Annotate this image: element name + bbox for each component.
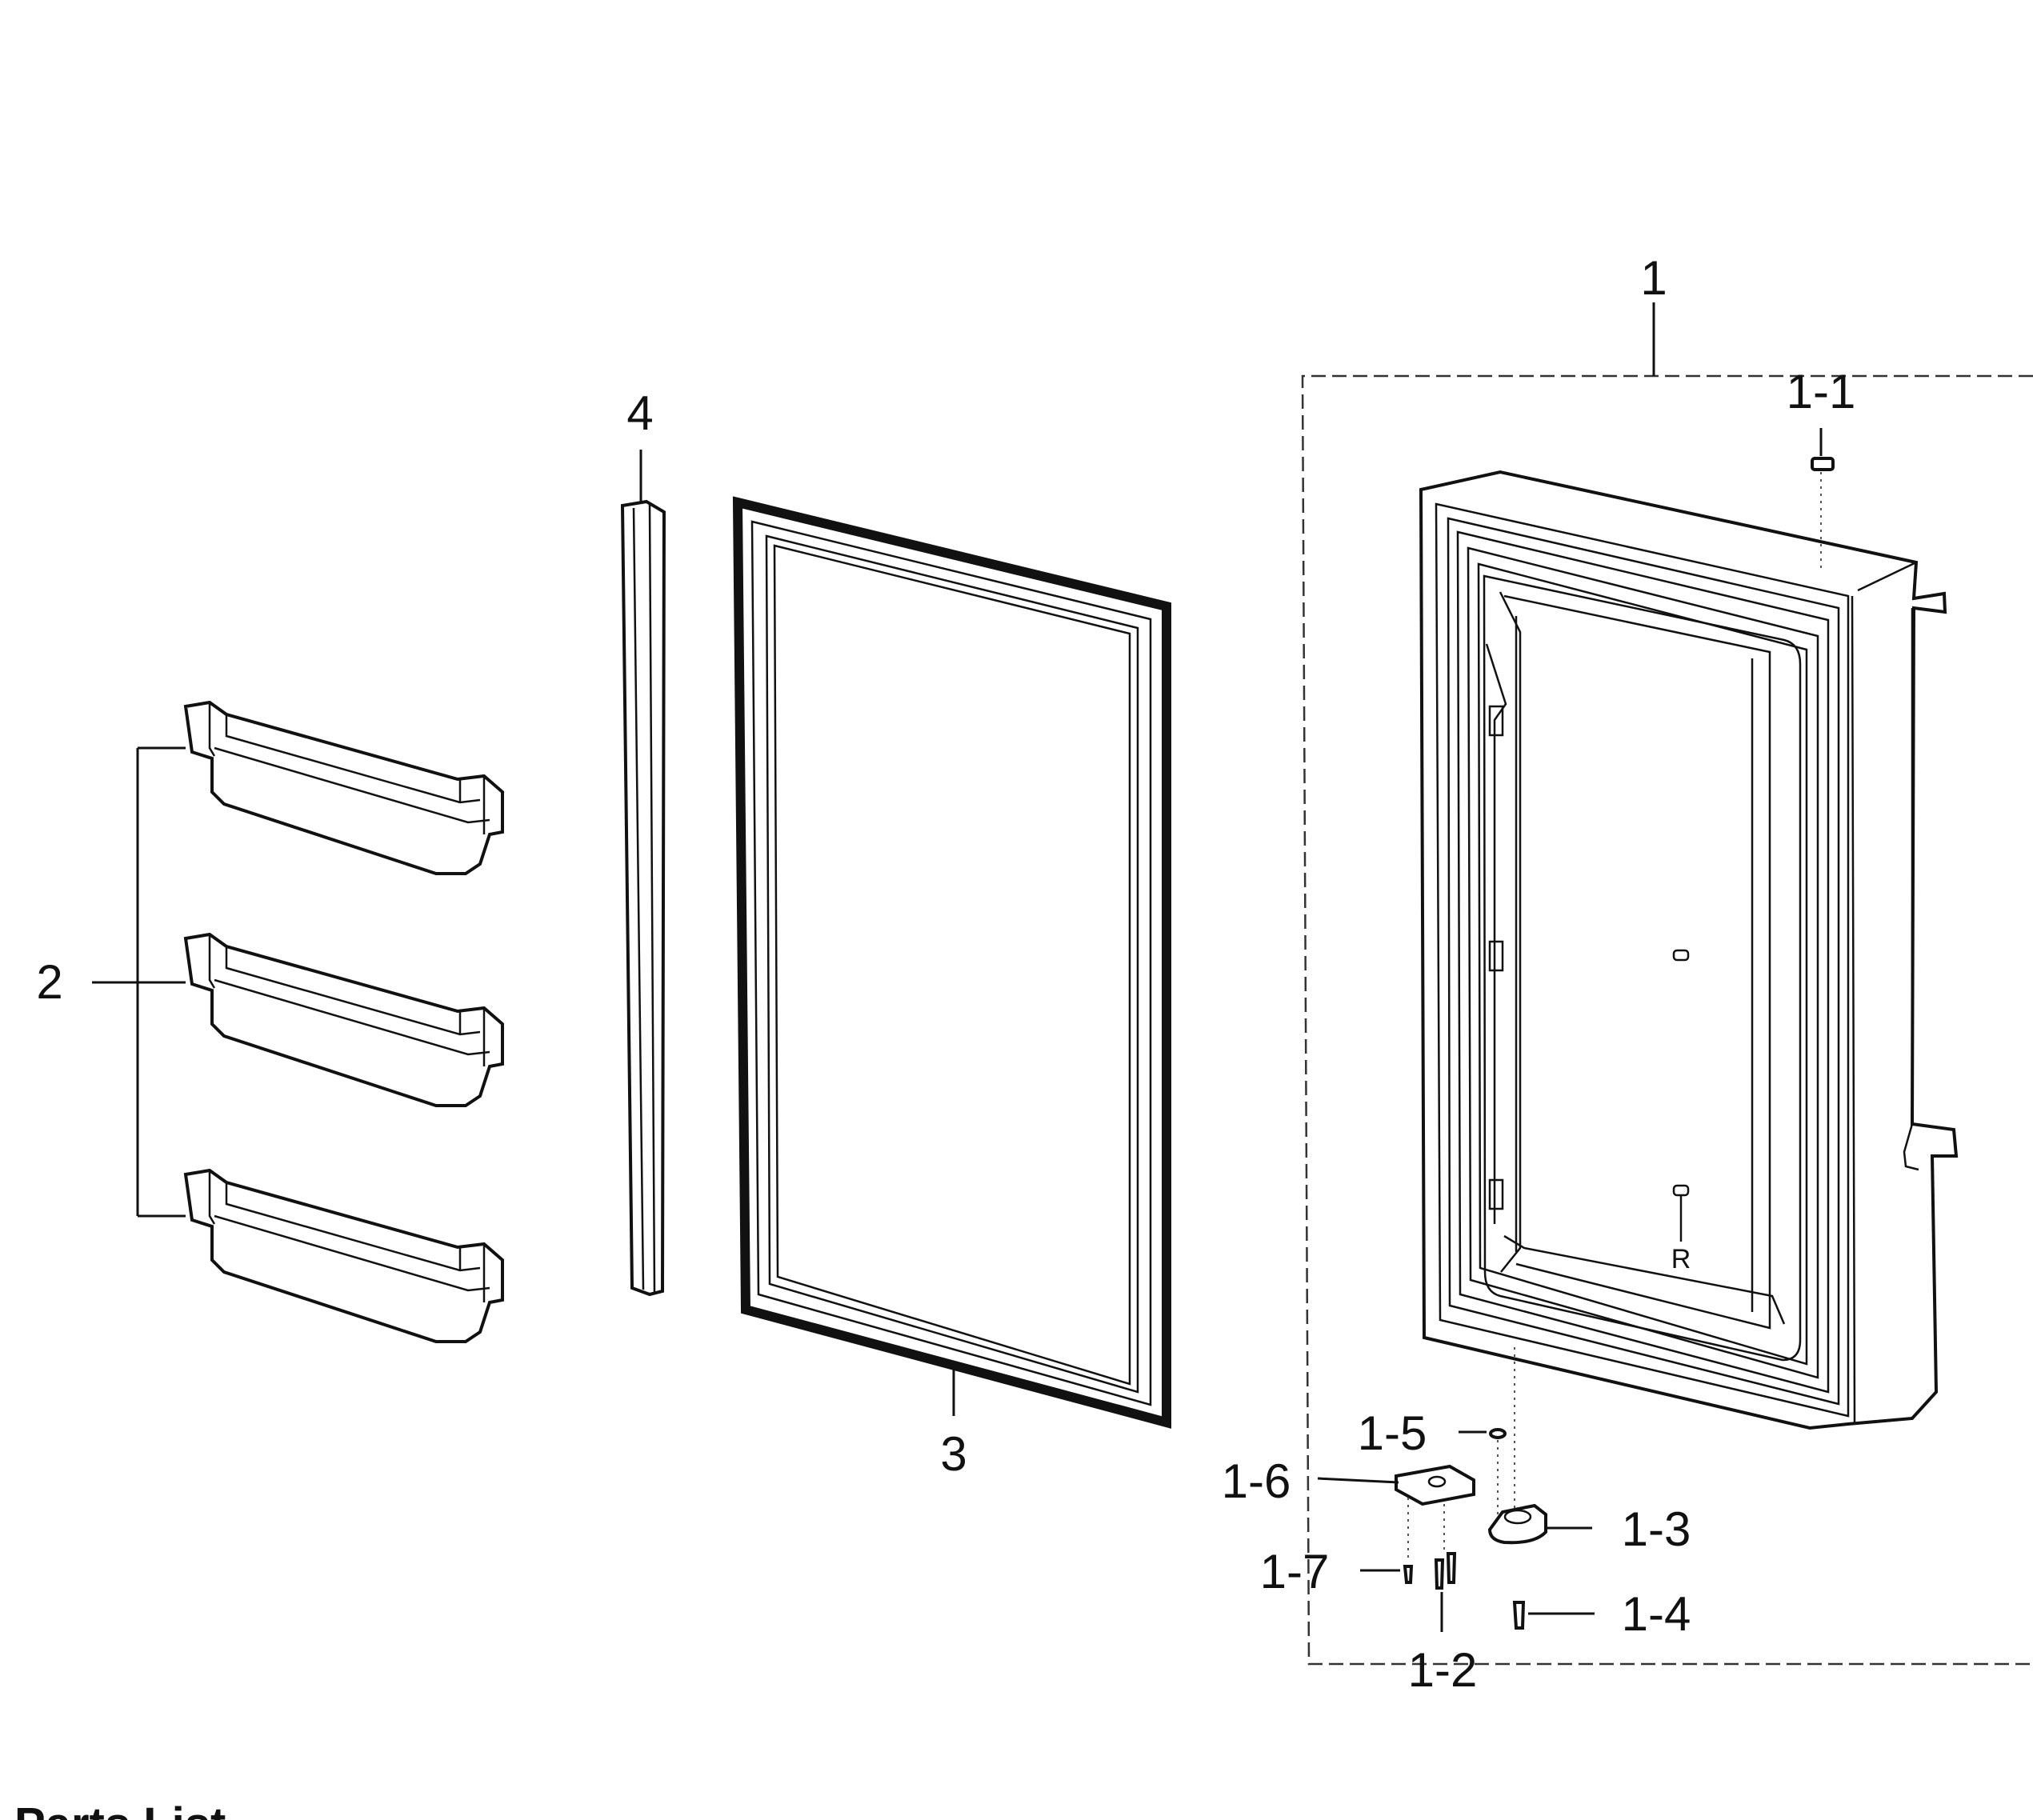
- callout-1-1: 1-1: [1787, 365, 1856, 418]
- callout-2: 2: [36, 955, 62, 1009]
- door-assembly-part: R: [1301, 302, 2033, 1666]
- door-bin-top: [183, 700, 504, 875]
- callout-1-4: 1-4: [1622, 1587, 1691, 1641]
- door-bin-bottom: [183, 1168, 504, 1343]
- part-1-2-screws: [1434, 1552, 1457, 1632]
- callout-4: 4: [626, 386, 653, 440]
- part-1-6-bracket: [1317, 1464, 1475, 1560]
- part-1-1-cap: [1811, 428, 1835, 570]
- part-1-7-pin: [1360, 1565, 1414, 1584]
- callout-1-3: 1-3: [1622, 1502, 1691, 1556]
- part-1-3-hinge-cam: [1487, 1503, 1592, 1545]
- hinge-side-mark: R: [1671, 1244, 1691, 1274]
- door-strip-part: [620, 450, 666, 1297]
- door-bin-middle: [183, 932, 504, 1107]
- part-1-5-washer: [1459, 1428, 1507, 1520]
- callout-1-2: 1-2: [1408, 1643, 1478, 1697]
- callout-1-5: 1-5: [1358, 1406, 1427, 1460]
- door-bin-group: [92, 700, 504, 1343]
- callout-3: 3: [940, 1427, 966, 1481]
- callout-1-6: 1-6: [1222, 1454, 1291, 1508]
- part-1-4-screw: [1512, 1601, 1595, 1630]
- parts-list-heading: Parts List: [14, 1798, 226, 1820]
- leader-2: [92, 746, 186, 1218]
- callout-1-7: 1-7: [1260, 1545, 1330, 1598]
- assembly-boundary: [1301, 374, 2033, 1666]
- door-gasket-part: [732, 496, 1171, 1429]
- callout-1: 1: [1640, 251, 1667, 305]
